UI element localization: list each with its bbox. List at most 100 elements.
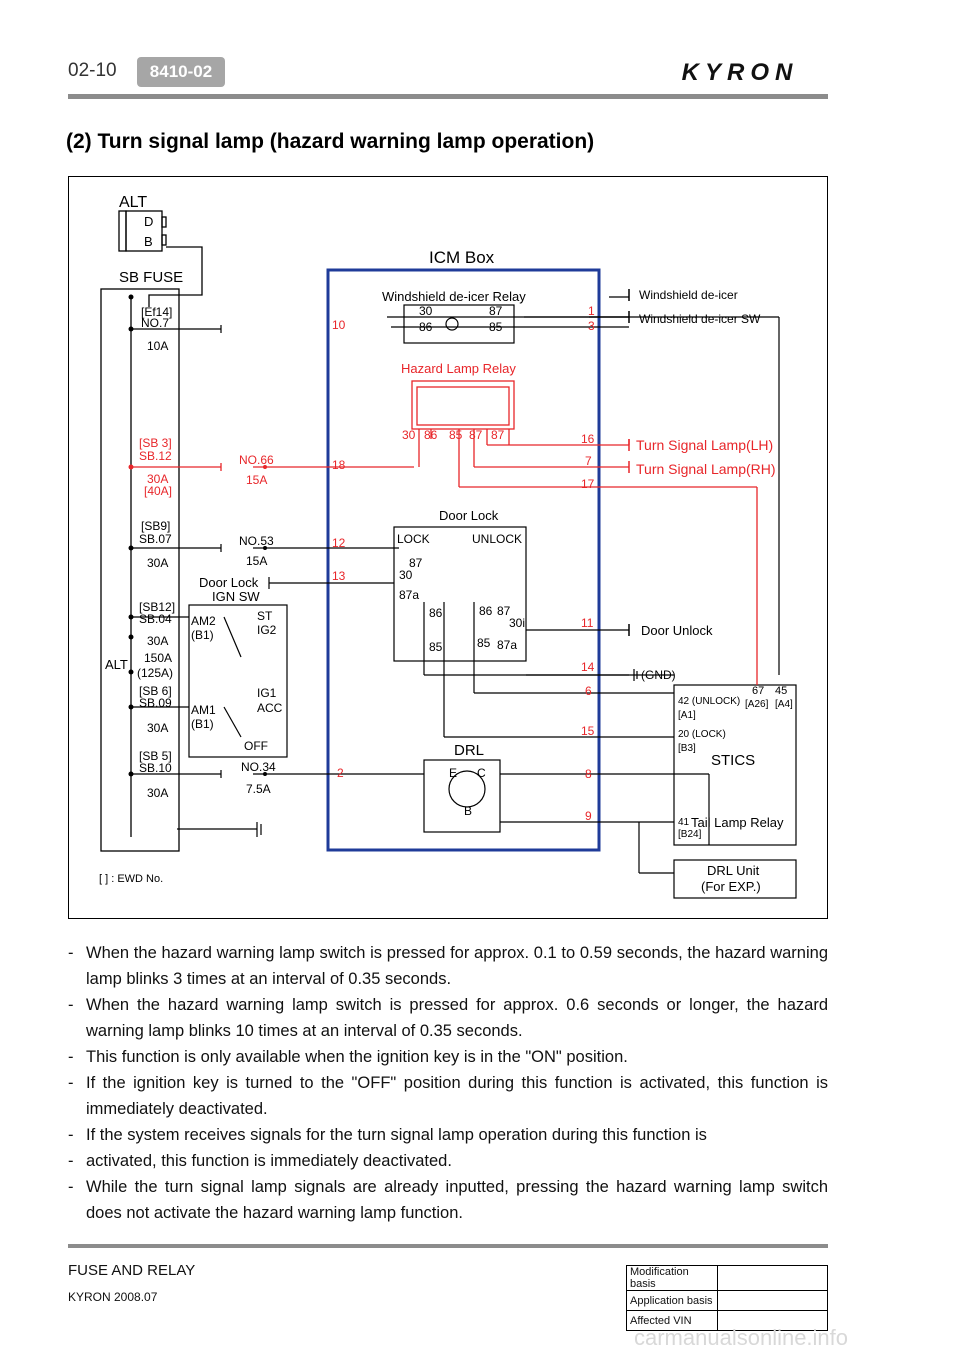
diagram-label: SB.04 [139, 612, 172, 626]
diagram-label: Windshield de-icer [639, 288, 738, 302]
diagram-label: (B1) [191, 628, 214, 642]
diagram-label: [SB 6] [139, 684, 172, 698]
diagram-label: DRL [454, 742, 484, 759]
diagram-label: 67 [752, 685, 764, 697]
diagram-label: [B24] [678, 829, 702, 840]
diagram-label: [SB9] [141, 519, 170, 533]
diagram-label: IG1 [257, 686, 277, 700]
diagram-label: 10A [147, 339, 168, 353]
diagram-label: 87a [497, 638, 517, 652]
diagram-label: 9 [585, 809, 592, 823]
diagram-label: NO.53 [239, 534, 274, 548]
application-basis-value [717, 1290, 828, 1311]
diagram-label: 16 [581, 432, 595, 446]
diagram-label: 12 [332, 536, 346, 550]
diagram-label: 30A [147, 556, 168, 570]
diagram-label: 87 [469, 428, 483, 442]
diagram-label: D [144, 214, 153, 229]
diagram-label: [SB12] [139, 600, 175, 614]
diagram-label: 14 [581, 660, 595, 674]
diagram-label: 30A [147, 472, 168, 486]
diagram-label: 87 [409, 556, 423, 570]
diagram-label: [ ] : EWD No. [99, 873, 163, 885]
note-item: -If the ignition key is turned to the "O… [68, 1074, 828, 1118]
diagram-label: 85 [477, 636, 491, 650]
diagram-label: 150A [144, 651, 172, 665]
note-item: -When the hazard warning lamp switch is … [68, 944, 828, 988]
note-item: -This function is only available when th… [68, 1048, 628, 1066]
diagram-label: [Ef14] [141, 305, 172, 319]
footer-section: FUSE AND RELAY [68, 1262, 196, 1279]
diagram-label: [A26] [745, 699, 769, 710]
note-item: -While the turn signal lamp signals are … [68, 1178, 828, 1222]
diagram-label: 30 [402, 428, 416, 442]
diagram-label: 85 [449, 428, 463, 442]
diagram-label: 30 [419, 304, 433, 318]
diagram-label: 85 [489, 320, 503, 334]
watermark: carmanualsonline.info [634, 1325, 849, 1350]
notes-list: -When the hazard warning lamp switch is … [68, 940, 828, 1226]
diagram-label: C [477, 766, 486, 780]
brand-logo-text: KYRON [682, 59, 799, 86]
diagram-label: 13 [332, 569, 346, 583]
diagram-label: [40A] [144, 484, 172, 498]
modification-basis-label: Modification basis [626, 1265, 718, 1291]
modification-basis-value [717, 1265, 828, 1291]
diagram-label: ALT [119, 194, 147, 211]
diagram-label: 45 [775, 685, 787, 697]
diagram-label: SB.12 [139, 449, 172, 463]
diagram-label: 10 [332, 318, 346, 332]
diagram-label: IGN SW [212, 589, 260, 604]
diagram-label: Hazard Lamp Relay [401, 361, 516, 376]
diagram-label: IG2 [257, 623, 277, 637]
diagram-label: B [464, 804, 472, 818]
diagram-label: 18 [332, 458, 346, 472]
diagram-label: 30A [147, 786, 168, 800]
diagram-label: 86 [429, 606, 443, 620]
diagram-label: 30 [399, 568, 413, 582]
diagram-label: 87 [491, 428, 505, 442]
footer-model: KYRON 2008.07 [68, 1290, 158, 1304]
diagram-label: [SB 3] [139, 436, 172, 450]
fuse-icons [128, 294, 267, 777]
diagram-label: (GND) [641, 668, 676, 682]
note-item: -activated, this function is immediately… [68, 1152, 452, 1170]
diagram-label: AM2 [191, 614, 216, 628]
diagram-label: 87 [489, 304, 503, 318]
diagram-label: (125A) [137, 666, 173, 680]
diagram-label: (For EXP.) [701, 879, 761, 894]
diagram-label: 86 [479, 604, 493, 618]
diagram-label: LOCK [397, 532, 430, 546]
diagram-label: 15A [246, 554, 267, 568]
footer-divider [68, 1244, 828, 1248]
diagram-label: OFF [244, 739, 268, 753]
diagram-label: SB.10 [139, 761, 172, 775]
diagram-label: 7.5A [246, 782, 271, 796]
diagram-label: Door Lock [199, 575, 259, 590]
diagram-label: B [144, 234, 153, 249]
header-divider [68, 94, 828, 99]
diagram-label: AM1 [191, 703, 216, 717]
diagram-label: 86 [419, 320, 433, 334]
diagram-label: ALT [105, 657, 128, 672]
diagram-label: 30A [147, 721, 168, 735]
diagram-label: Tail Lamp Relay [691, 815, 784, 830]
diagram-label: 30A [147, 634, 168, 648]
diagram-label: 85 [429, 640, 443, 654]
diagram-label: 7 [585, 454, 592, 468]
application-basis-label: Application basis [626, 1290, 718, 1311]
diagram-label: Door Lock [439, 508, 499, 523]
diagram-label: NO.66 [239, 453, 274, 467]
diagram-label: [SB 5] [139, 749, 172, 763]
diagram-label: 3 [588, 319, 595, 333]
diagram-label: 41 [678, 817, 690, 828]
diagram-label: 15 [581, 724, 595, 738]
diagram-label: ACC [257, 701, 283, 715]
diagram-label: [A4] [775, 699, 793, 710]
diagram-label: 11 [581, 616, 594, 630]
diagram-label: Windshield de-icer Relay [382, 289, 526, 304]
diagram-label: SB FUSE [119, 269, 183, 286]
section-title: (2) Turn signal lamp (hazard warning lam… [66, 130, 595, 153]
modification-table: Modification basis Application basis Aff… [626, 1265, 828, 1331]
diagram-label: 87 [497, 604, 511, 618]
